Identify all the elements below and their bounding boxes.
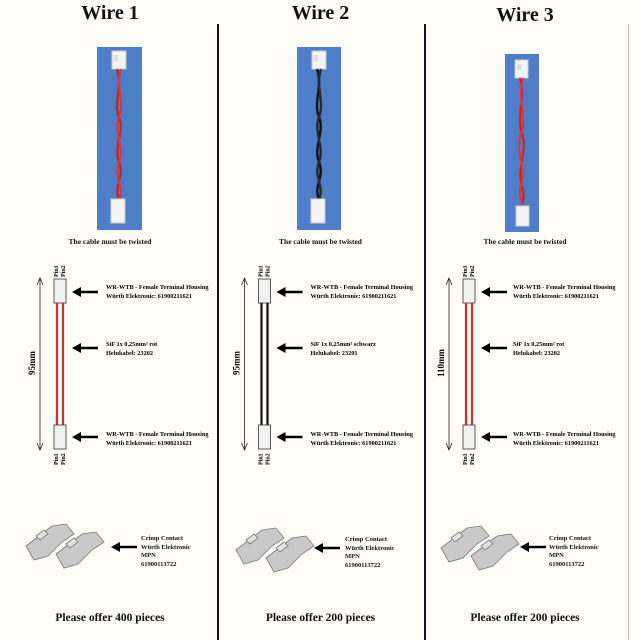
crimp-arrow-icon [314, 540, 340, 553]
cable-line2: Helukabel: 23202 [513, 350, 560, 357]
pin-label-top-2: Pin2 [470, 265, 476, 277]
connector-top [462, 278, 476, 304]
arrow-cable-icon [72, 343, 98, 353]
wire-column-3: Wire 3 The cable must be twisted Pin1 Pi… [425, 0, 625, 640]
dimension-arrow-top [241, 276, 248, 286]
cable-line1: SiF 1x 0,25mm² schwarz [311, 341, 377, 348]
crimp-label: Crimp Contact Würth Elektronic MPN 61900… [141, 535, 191, 569]
offer-text: Please offer 200 pieces [265, 612, 376, 624]
housing-bottom-line1: WR-WTB - Female Terminal Housing [513, 431, 616, 438]
pin-label-bottom-2: Pin2 [61, 453, 67, 465]
housing-bottom-line1: WR-WTB - Female Terminal Housing [106, 431, 209, 438]
twist-note: The cable must be twisted [68, 237, 152, 246]
wire-title: Wire 1 [81, 2, 139, 24]
pin-label-bottom-2: Pin2 [470, 453, 476, 465]
wire-photo [97, 47, 142, 230]
twist-note: The cable must be twisted [279, 237, 362, 246]
crimp-line2: Würth Elektronic [549, 543, 599, 551]
cable-line1: SiF 1x 0,25mm² rot [106, 341, 158, 348]
crimp-contact-image [25, 523, 105, 569]
length-label: 95mm [232, 351, 242, 375]
arrow-cable-icon [276, 343, 303, 353]
pin-label-bottom-1: Pin1 [259, 453, 265, 465]
dimension-arrow-bottom [241, 442, 248, 452]
cable-line2: Helukabel: 23202 [106, 350, 153, 357]
crimp-line3: MPN [141, 552, 156, 559]
wire-photo [297, 47, 341, 230]
pin-label-top-1: Pin1 [259, 265, 265, 277]
wire-column-1: Wire 1 The cable must be twisted Pin1 Pi… [10, 0, 210, 640]
arrow-top-icon [276, 287, 303, 297]
crimp-arrow-icon [520, 539, 546, 552]
offer-text: Please offer 200 pieces [470, 612, 580, 624]
connector-top [258, 278, 271, 304]
crimp-contact-image [440, 525, 520, 571]
right-edge-line [628, 24, 629, 640]
arrow-bottom-icon [72, 432, 98, 442]
housing-bottom-line2: Würth Elektronic: 61900211621 [311, 440, 397, 447]
connector-bottom [462, 424, 476, 450]
wire-diagram: Pin1 Pin2 Pin1 Pin2 95mm WR-WTB - Female… [27, 265, 209, 465]
crimp-contact-image [235, 527, 315, 573]
housing-top-line1: WR-WTB - Female Terminal Housing [311, 284, 414, 291]
crimp-line2: Würth Elektronic [345, 544, 395, 552]
housing-top-line2: Würth Elektronic: 61900211621 [513, 293, 599, 300]
pin-label-top-1: Pin1 [54, 265, 60, 277]
connector-top [53, 278, 67, 304]
crimp-line2: Würth Elektronic [141, 543, 191, 551]
crimp-line4: 61900113722 [549, 560, 585, 568]
pin-label-bottom-1: Pin1 [463, 453, 469, 465]
dimension-arrow-bottom [36, 442, 44, 452]
crimp-line1: Crimp Contact [345, 536, 388, 543]
arrow-cable-icon [481, 343, 507, 353]
wire-diagram: Pin1 Pin2 Pin1 Pin2 95mm WR-WTB - Female… [232, 265, 414, 465]
crimp-line3: MPN [549, 552, 564, 559]
arrow-top-icon [72, 287, 98, 297]
housing-top-line2: Würth Elektronic: 61900211621 [311, 293, 397, 300]
connector-bottom [258, 424, 271, 450]
dimension-arrow-top [445, 276, 453, 286]
offer-text: Please offer 400 pieces [55, 612, 165, 624]
connector-bottom [53, 424, 67, 450]
crimp-line3: MPN [345, 553, 360, 560]
housing-top-line1: WR-WTB - Female Terminal Housing [106, 284, 209, 291]
pin-label-top-1: Pin1 [463, 265, 469, 277]
arrow-top-icon [481, 287, 507, 297]
length-label: 110mm [436, 348, 446, 377]
housing-top-line1: WR-WTB - Female Terminal Housing [513, 284, 616, 291]
housing-top-line2: Würth Elektronic: 61900211621 [106, 293, 192, 300]
crimp-label: Crimp Contact Würth Elektronic MPN 61900… [549, 535, 599, 569]
dimension-arrow-top [36, 276, 44, 286]
twist-note: The cable must be twisted [483, 237, 567, 246]
crimp-arrow-icon [111, 539, 137, 552]
pin-label-bottom-2: Pin2 [266, 453, 272, 465]
wire-title: Wire 3 [496, 4, 554, 26]
crimp-line4: 61900113722 [345, 561, 381, 569]
arrow-bottom-icon [481, 432, 507, 442]
wire-diagram: Pin1 Pin2 Pin1 Pin2 110mm WR-WTB - Femal… [436, 265, 616, 465]
cable-line1: SiF 1x 0,25mm² rot [513, 341, 565, 348]
crimp-label: Crimp Contact Würth Elektronic MPN 61900… [345, 536, 395, 570]
crimp-line1: Crimp Contact [549, 535, 592, 542]
wire-title: Wire 2 [291, 2, 350, 24]
column-divider-2 [424, 24, 426, 640]
arrow-bottom-icon [276, 432, 303, 442]
dimension-arrow-bottom [445, 442, 453, 452]
crimp-line1: Crimp Contact [141, 535, 184, 542]
length-label: 95mm [27, 351, 37, 375]
housing-bottom-line2: Würth Elektronic: 61900211621 [513, 440, 599, 447]
housing-bottom-line1: WR-WTB - Female Terminal Housing [311, 431, 414, 438]
column-divider-1 [217, 24, 219, 640]
wire-photo [505, 54, 539, 232]
crimp-line4: 61900113722 [141, 560, 177, 568]
pin-label-bottom-1: Pin1 [54, 453, 60, 465]
cable-line2: Helukabel: 23201 [311, 350, 358, 357]
housing-bottom-line2: Würth Elektronic: 61900211621 [106, 440, 192, 447]
pin-label-top-2: Pin2 [266, 265, 272, 277]
wire-column-2: Wire 2 The cable must be twisted Pin1 Pi… [218, 0, 423, 640]
pin-label-top-2: Pin2 [61, 265, 67, 277]
